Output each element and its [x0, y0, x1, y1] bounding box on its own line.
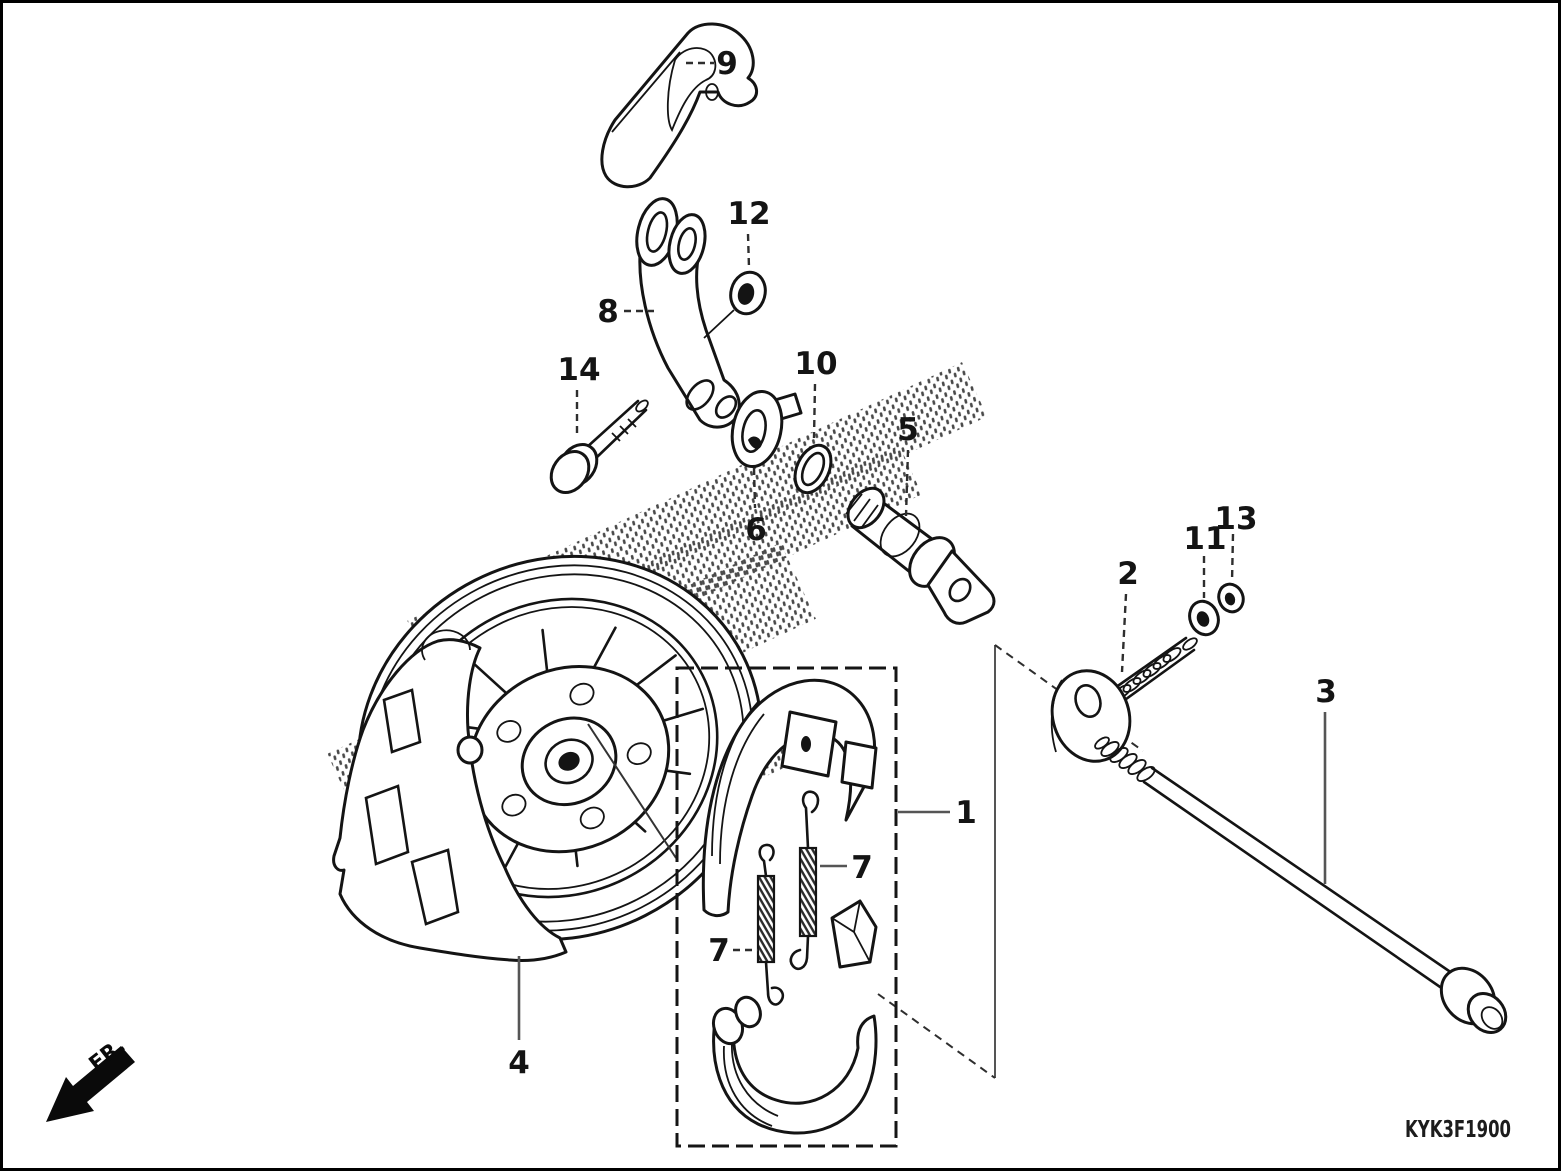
callout-6: 6	[745, 467, 767, 548]
callout-13: 13	[1214, 501, 1258, 583]
part-8-brake-arm-drawing	[635, 197, 741, 429]
callout-4-label: 4	[508, 1045, 530, 1081]
brake-panel-plate-drawing	[332, 629, 568, 962]
callout-5-label: 5	[897, 412, 919, 448]
part-9-stopper-bracket-drawing	[600, 22, 758, 189]
part-10-o-ring-drawing	[793, 443, 833, 495]
part-5-brake-cam-drawing	[845, 486, 996, 625]
part-3-axle-drawing	[1094, 736, 1508, 1034]
callout-8: 8	[597, 294, 654, 330]
callout-14: 14	[557, 352, 601, 438]
part-1-brake-shoes-drawing	[701, 678, 878, 1135]
callout-8-label: 8	[597, 294, 619, 330]
callout-11-label: 11	[1183, 521, 1226, 557]
part-2-torque-link-drawing	[1050, 636, 1198, 763]
callout-3: 3	[1315, 674, 1337, 884]
callout-12-label: 12	[727, 196, 770, 232]
callout-7-upper-label: 7	[851, 850, 873, 886]
callout-9: 9	[686, 46, 738, 82]
callout-10-label: 10	[794, 346, 837, 382]
part-1-group-box	[675, 666, 898, 1148]
figure-code: KYK3F1900	[1405, 1117, 1511, 1143]
callout-1: 1	[898, 795, 977, 831]
callout-7-lower: 7	[708, 933, 758, 969]
part-11-nut-drawing	[1188, 599, 1220, 637]
callout-5: 5	[897, 412, 919, 517]
part-13-nut-drawing	[1217, 582, 1245, 614]
callout-10: 10	[794, 346, 838, 439]
callout-13-label: 13	[1214, 501, 1257, 537]
part-7-springs-drawing	[756, 790, 820, 1006]
callout-2: 2	[1117, 556, 1139, 673]
callouts: 9 12 8 14 10 5 6 4	[508, 46, 1337, 1081]
callout-1-label: 1	[955, 795, 977, 831]
callout-12: 12	[727, 196, 771, 269]
part-14-bolt-drawing	[549, 399, 649, 494]
callout-4: 4	[508, 956, 530, 1081]
callout-11: 11	[1183, 521, 1227, 598]
part-6-indicator-plate-drawing	[730, 389, 803, 469]
callout-2-label: 2	[1117, 556, 1139, 592]
callout-3-label: 3	[1315, 674, 1337, 710]
callout-7-lower-label: 7	[708, 933, 730, 969]
fr-arrow-icon	[46, 1046, 135, 1122]
callout-9-label: 9	[716, 46, 738, 82]
part-12-nut-drawing	[703, 270, 767, 339]
callout-6-label: 6	[745, 512, 767, 548]
callout-7-upper: 7	[820, 850, 873, 886]
callout-14-label: 14	[557, 352, 600, 388]
